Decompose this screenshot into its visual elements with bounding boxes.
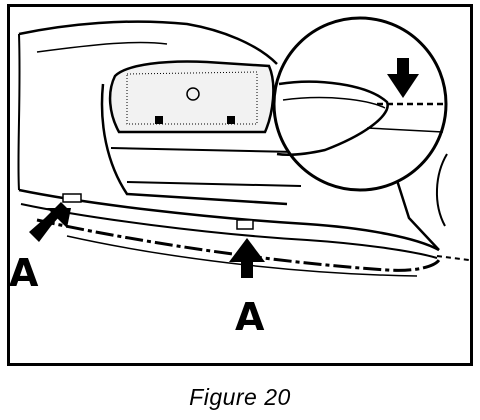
figure-frame: A A bbox=[7, 4, 473, 366]
detail-pointer bbox=[393, 173, 440, 251]
clip-point-left bbox=[62, 193, 82, 203]
grille-edge bbox=[100, 83, 288, 206]
bumper-lip bbox=[20, 203, 438, 259]
bumper-illustration: A A bbox=[7, 4, 473, 366]
grille-bar-1 bbox=[110, 147, 298, 153]
clip-point-center bbox=[236, 219, 254, 230]
callout-label-center: A bbox=[235, 295, 265, 339]
lamp-bulb bbox=[186, 87, 200, 101]
lamp-clip-left bbox=[155, 116, 163, 124]
ground-dash bbox=[436, 255, 470, 261]
grille-bar-2 bbox=[126, 181, 302, 187]
arrow-icon-left bbox=[29, 202, 71, 242]
bumper-top-edge bbox=[18, 188, 440, 252]
body-edge-left bbox=[17, 33, 21, 191]
wheel-arch bbox=[435, 153, 448, 227]
detail-panel-line bbox=[366, 127, 444, 133]
callout-label-left: A bbox=[9, 251, 39, 295]
bumper-molding bbox=[36, 218, 441, 272]
figure-border bbox=[7, 4, 473, 366]
arrow-icon-detail bbox=[387, 58, 419, 98]
lamp-clip-right bbox=[227, 116, 235, 124]
figure-caption: Figure 20 bbox=[189, 384, 291, 410]
arrow-icon-center bbox=[229, 238, 265, 278]
body-contour bbox=[18, 20, 278, 65]
body-crease bbox=[36, 41, 168, 53]
bumper-lower-edge bbox=[66, 235, 418, 277]
detail-bumper-edge bbox=[276, 80, 389, 157]
lamp-recess bbox=[108, 60, 275, 134]
detail-bumper-inner bbox=[282, 96, 386, 109]
